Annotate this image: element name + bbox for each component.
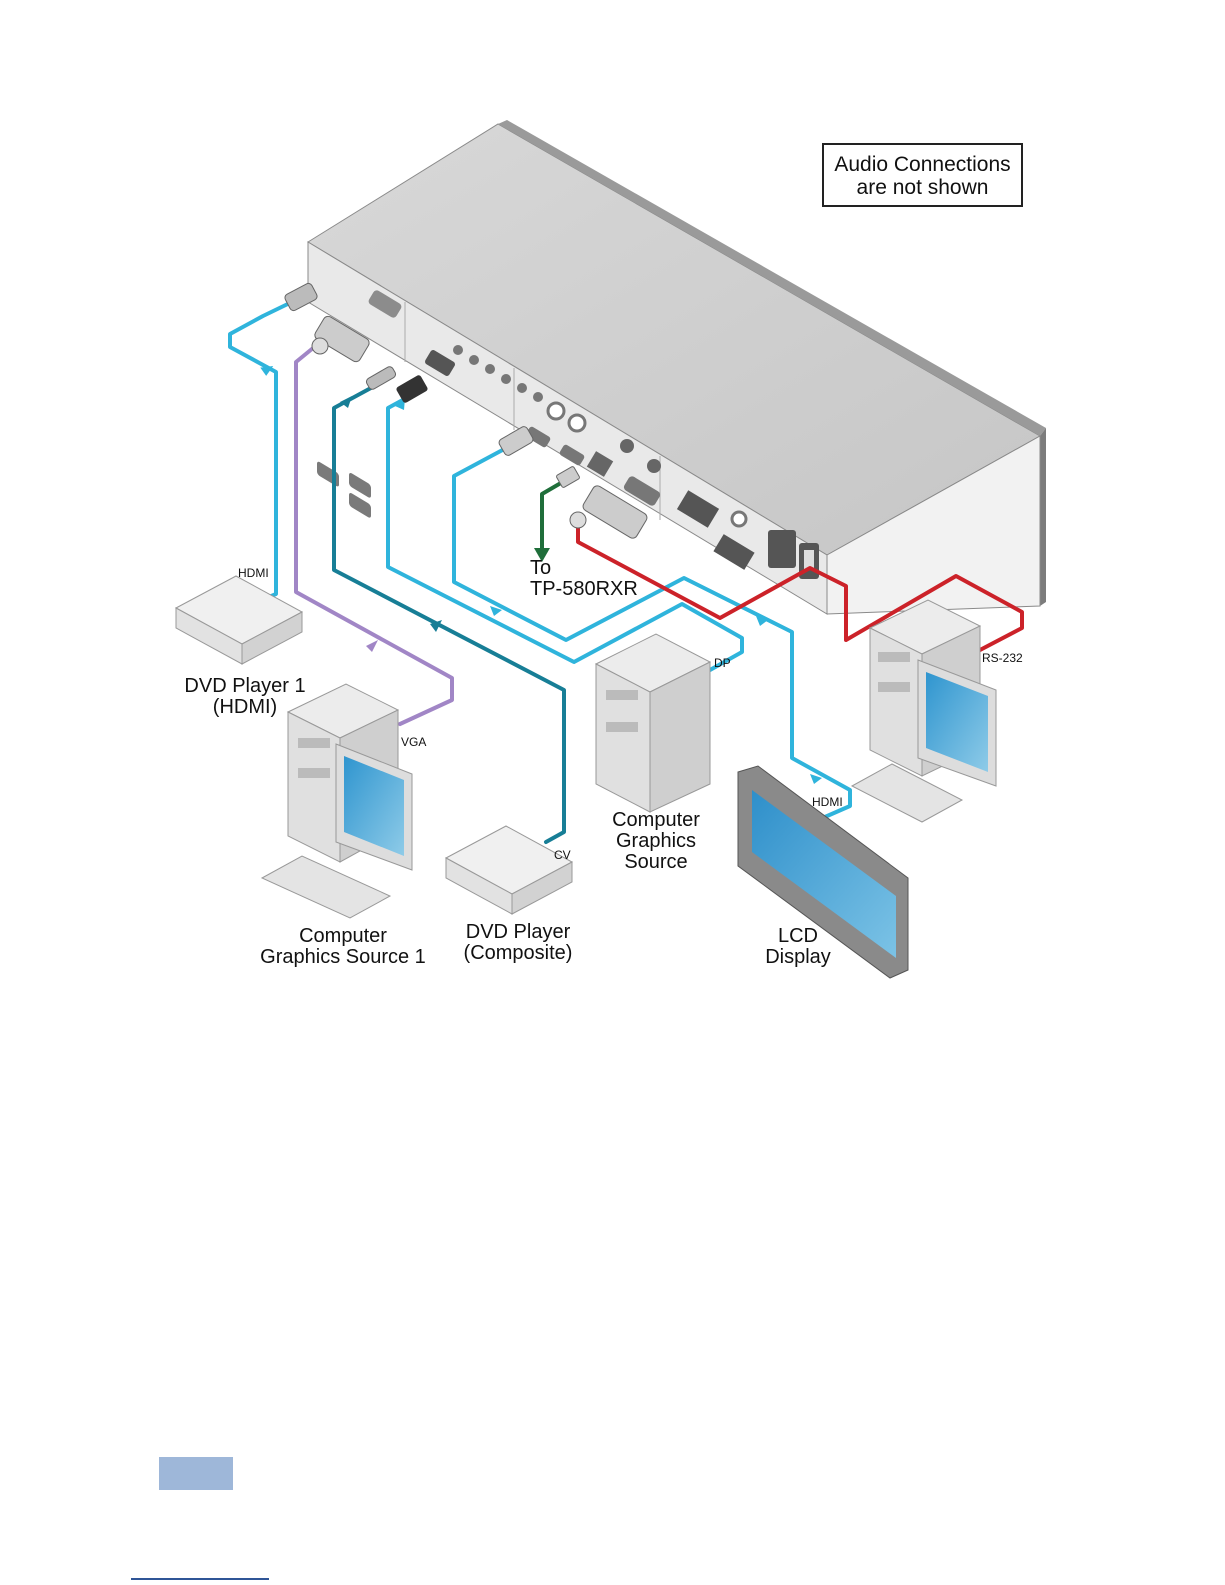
cgs-label-line3: Source [596, 852, 716, 873]
audio-note-line1: Audio Connections [824, 153, 1021, 176]
tp-580rxr-label: To TP-580RXR [530, 558, 638, 600]
hdmi-input-cable-label: HDMI [238, 566, 269, 580]
cgs-label-line2: Graphics [596, 831, 716, 852]
hdbt-cable [542, 480, 566, 550]
computer-graphics-source-device [596, 634, 710, 812]
dvd-player-1-label-line2: (HDMI) [170, 697, 320, 718]
vga-cable [296, 344, 452, 724]
hdmi-input-cable [230, 300, 296, 600]
dvd-player-1-label-line1: DVD Player 1 [170, 676, 320, 697]
cgs-label-line1: Computer [596, 810, 716, 831]
hdmi-output-cable-label: HDMI [812, 795, 843, 809]
lcd-label-line1: LCD [738, 926, 858, 947]
computer-graphics-source-label: Computer Graphics Source [596, 810, 716, 873]
cgs1-label-line2: Graphics Source 1 [248, 947, 438, 968]
computer-graphics-source-1-label: Computer Graphics Source 1 [248, 926, 438, 968]
tp-label-line1: To [530, 558, 638, 579]
dvd-player-1-device [176, 576, 302, 664]
rs232-cable-label: RS-232 [982, 651, 1023, 665]
page-number-tab [159, 1457, 233, 1490]
tp-label-line2: TP-580RXR [530, 579, 638, 600]
rs232-computer-device [852, 600, 996, 822]
dvd-cv-label-line1: DVD Player [448, 922, 588, 943]
audio-note-line2: are not shown [824, 176, 1021, 199]
vga-cable-label: VGA [401, 735, 426, 749]
dp-cable-label: DP [714, 656, 731, 670]
lcd-label-line2: Display [738, 947, 858, 968]
audio-note-box: Audio Connections are not shown [822, 143, 1023, 207]
dvd-player-1-label: DVD Player 1 (HDMI) [170, 676, 320, 718]
dvd-player-composite-label: DVD Player (Composite) [448, 922, 588, 964]
dvd-cv-label-line2: (Composite) [448, 943, 588, 964]
lcd-display-label: LCD Display [738, 926, 858, 968]
cgs1-label-line1: Computer [248, 926, 438, 947]
computer-graphics-source-1-device [262, 684, 412, 918]
footer-rule [131, 1578, 269, 1580]
cv-cable-label: CV [554, 848, 571, 862]
